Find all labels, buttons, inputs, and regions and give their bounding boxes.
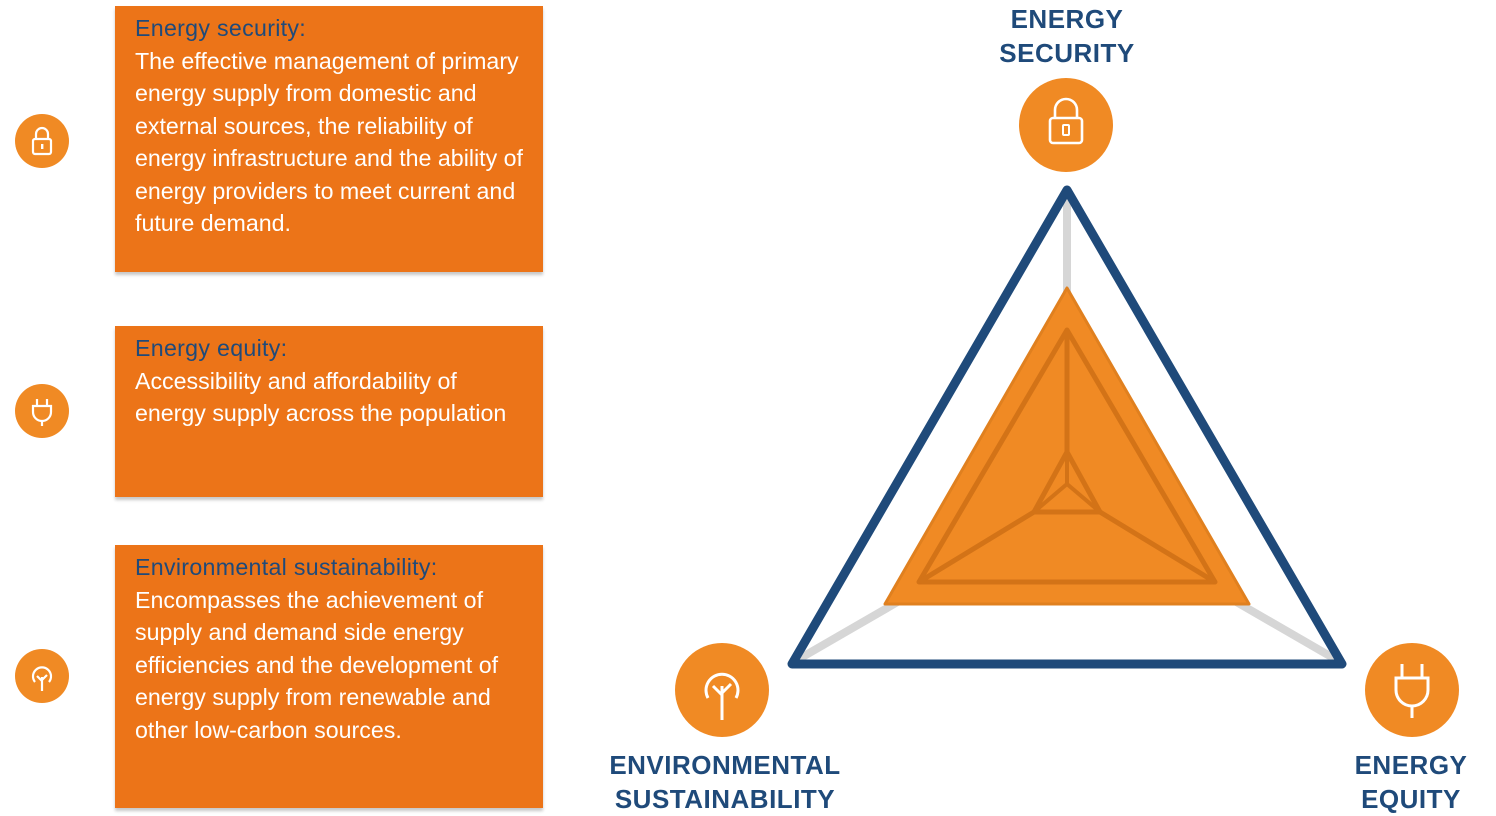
inner-line-right <box>1098 509 1217 585</box>
environmental-sustainability-card: Environmental sustainability: Encompasse… <box>115 545 543 808</box>
center-spoke-right <box>1065 482 1102 514</box>
environment-tree-icon <box>675 643 769 737</box>
tree-icon <box>15 649 69 703</box>
center-spoke-left <box>1032 482 1069 514</box>
outer-triangle <box>787 185 1347 669</box>
vertex-label-energy-equity: ENERGY EQUITY <box>1354 750 1468 814</box>
plug-icon <box>15 384 69 438</box>
equity-plug-icon <box>1365 643 1459 737</box>
center-triangle <box>1031 449 1103 515</box>
vertex-label-environmental-sustainability: ENVIRONMENTAL SUSTAINABILITY <box>609 750 841 814</box>
card-title: Energy security: <box>135 15 307 41</box>
energy-equity-card: Energy equity: Accessibility and afforda… <box>115 326 543 497</box>
energy-security-card: Energy security: The effective managemen… <box>115 6 543 272</box>
inner-triangle-outline <box>916 327 1218 585</box>
inner-line-left <box>917 509 1036 585</box>
security-lock-icon <box>1019 78 1113 172</box>
lock-icon <box>15 114 69 168</box>
card-text: Encompasses the achievement of supply an… <box>135 586 499 743</box>
card-title: Energy equity: <box>135 335 288 361</box>
vertex-label-energy-security: ENERGY SECURITY <box>999 4 1135 68</box>
card-text: Accessibility and affordability of energ… <box>135 367 507 427</box>
card-title: Environmental sustainability: <box>135 554 438 580</box>
card-text: The effective management of primary ener… <box>135 47 523 237</box>
